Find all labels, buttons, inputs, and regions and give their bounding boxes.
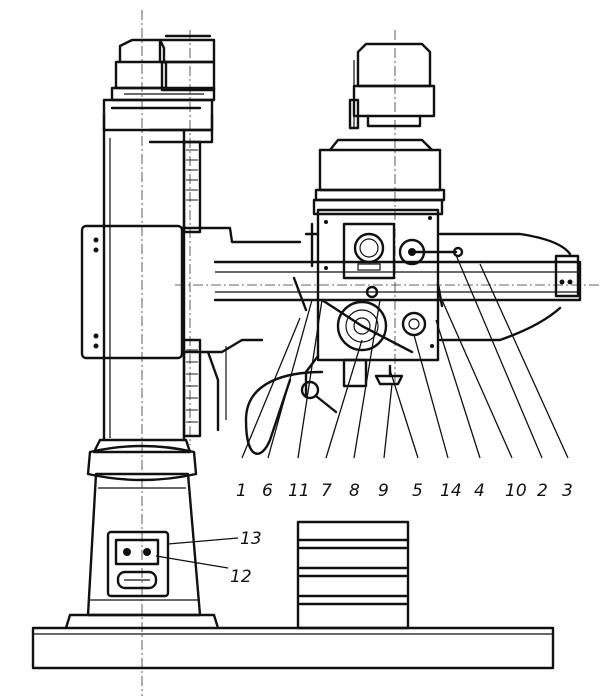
callout-6: 6 bbox=[262, 481, 273, 501]
callout-9: 9 bbox=[378, 481, 389, 501]
column-pedestal bbox=[64, 472, 220, 630]
callout-12: 12 bbox=[230, 567, 252, 587]
base-plate bbox=[31, 626, 555, 670]
callout-8: 8 bbox=[349, 481, 360, 501]
callout-14: 14 bbox=[440, 481, 462, 501]
callout-3: 3 bbox=[562, 481, 573, 501]
work-table bbox=[296, 520, 410, 630]
callout-13: 13 bbox=[240, 529, 262, 549]
callout-labels: 1 6 11 7 8 9 5 14 4 10 2 3 13 12 bbox=[230, 481, 573, 587]
callout-1: 1 bbox=[236, 481, 247, 501]
callout-2: 2 bbox=[537, 481, 548, 501]
column-rings bbox=[86, 438, 198, 482]
elevating-screw bbox=[182, 140, 202, 438]
control-panel bbox=[106, 530, 170, 598]
callout-5: 5 bbox=[412, 481, 423, 501]
arm-carriage bbox=[80, 224, 302, 432]
column-top-motors bbox=[110, 34, 216, 102]
radial-arm bbox=[213, 232, 582, 342]
column-sleeve bbox=[102, 98, 214, 442]
callout-11: 11 bbox=[288, 481, 310, 501]
leader-lines bbox=[155, 254, 569, 569]
callout-7: 7 bbox=[321, 481, 332, 501]
callout-4: 4 bbox=[474, 481, 485, 501]
callout-10: 10 bbox=[505, 481, 527, 501]
